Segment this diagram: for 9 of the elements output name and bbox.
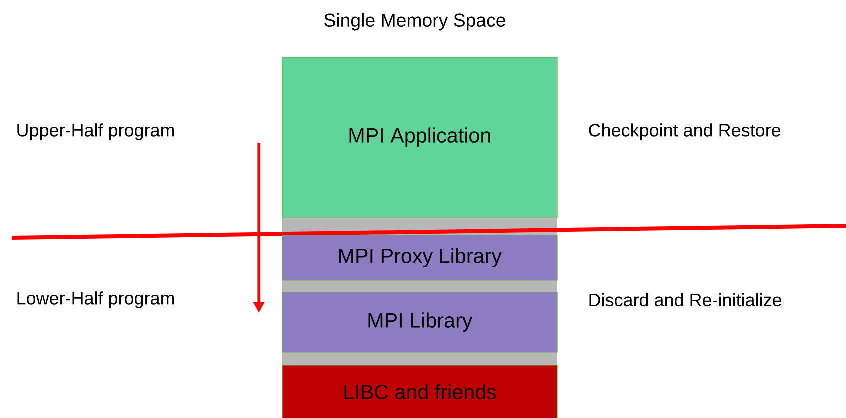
side-label: Discard and Re-initialize bbox=[590, 293, 782, 307]
memory-layer-box: MPI Proxy Library bbox=[282, 235, 558, 281]
title: Single Memory Space bbox=[324, 13, 506, 31]
side-label: Checkpoint and Restore bbox=[589, 124, 781, 140]
memory-layer-box: MPI Library bbox=[282, 292, 558, 353]
side-label: Upper-Half program bbox=[18, 124, 174, 140]
memory-layer-box: MPI Application bbox=[282, 57, 558, 218]
side-label: Lower-Half program bbox=[18, 292, 174, 308]
memory-layer-box: LIBC and friends bbox=[282, 365, 558, 418]
